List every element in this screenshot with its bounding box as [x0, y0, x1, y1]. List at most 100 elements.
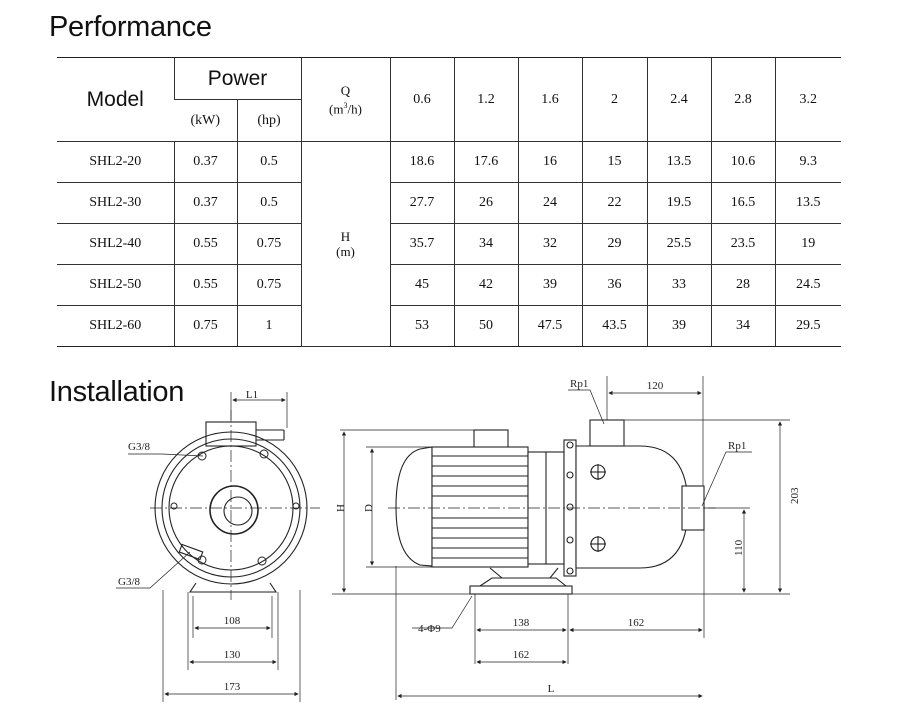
head-cell: 25.5 [646, 223, 711, 265]
h-unit: (m) [336, 244, 355, 259]
head-cell: 33 [646, 264, 711, 306]
head-cell: 53 [389, 305, 454, 347]
head-cell: 9.3 [774, 141, 841, 183]
kw-cell: 0.37 [173, 141, 237, 183]
head-cell: 24.5 [774, 264, 841, 306]
head-cell: 27.7 [389, 182, 454, 224]
flow-5: 2.8 [710, 57, 775, 142]
front-view [116, 392, 320, 702]
head-cell: 45 [389, 264, 454, 306]
flow-1: 1.2 [453, 57, 518, 142]
side-162b-label: 162 [513, 649, 530, 661]
hp-cell: 1 [236, 305, 301, 347]
head-cell: 34 [710, 305, 775, 347]
performance-table: Model Power Q (m3/h) 0.6 1.2 1.6 2 2.4 2… [57, 57, 841, 347]
head-cell: 50 [453, 305, 518, 347]
head-cell: 39 [517, 264, 582, 306]
installation-drawing: L1 G3/8 G3/8 108 130 173 [116, 376, 801, 702]
side-120-label: 120 [647, 380, 664, 392]
head-cell: 28 [710, 264, 775, 306]
model-cell: SHL2-20 [57, 141, 174, 183]
pump-housing [575, 445, 689, 569]
front-173-label: 173 [224, 681, 241, 693]
table-row: SHL2-50 0.55 0.75 45 42 39 36 33 28 24.5 [57, 264, 841, 306]
h-label: H [340, 229, 351, 244]
head-cell: 32 [517, 223, 582, 265]
kw-cell: 0.37 [173, 182, 237, 224]
kw-cell: 0.75 [173, 305, 237, 347]
head-cell: 19.5 [646, 182, 711, 224]
head-cell: 39 [646, 305, 711, 347]
flow-2: 1.6 [517, 57, 582, 142]
head-cell: 10.6 [710, 141, 775, 183]
side-203-label: 203 [789, 487, 801, 504]
head-cell: 23.5 [710, 223, 775, 265]
model-cell: SHL2-60 [57, 305, 174, 347]
head-cell: 17.6 [453, 141, 518, 183]
side-110-label: 110 [733, 539, 745, 556]
installation-title: Installation [49, 376, 185, 408]
hp-cell: 0.75 [236, 264, 301, 306]
performance-title: Performance [49, 11, 212, 43]
flow-0: 0.6 [389, 57, 454, 142]
head-cell: 19 [774, 223, 841, 265]
front-130-label: 130 [224, 649, 241, 661]
front-l1-label: L1 [246, 389, 258, 401]
model-cell: SHL2-40 [57, 223, 174, 265]
front-g-top-label: G3/8 [128, 441, 151, 453]
front-g-bottom-label: G3/8 [118, 576, 141, 588]
head-cell: 36 [581, 264, 647, 306]
hp-header: (hp) [236, 99, 301, 142]
head-cell: 29 [581, 223, 647, 265]
head-cell: 29.5 [774, 305, 841, 347]
flow-6: 3.2 [774, 57, 841, 142]
side-view [332, 376, 790, 700]
motor-end-cap [395, 446, 433, 567]
side-l-label: L [548, 683, 555, 695]
head-cell: 26 [453, 182, 518, 224]
head-cell: 42 [453, 264, 518, 306]
head-cell: 35.7 [389, 223, 454, 265]
side-162a-label: 162 [628, 617, 645, 629]
table-row: SHL2-40 0.55 0.75 35.7 34 32 29 25.5 23.… [57, 223, 841, 265]
flow-3: 2 [581, 57, 647, 142]
q-unit: (m3/h) [329, 100, 362, 117]
kw-header: (kW) [174, 99, 237, 142]
power-header: Power [173, 57, 301, 100]
side-138-label: 138 [513, 617, 530, 629]
head-cell: 47.5 [517, 305, 582, 347]
head-cell: 24 [517, 182, 582, 224]
side-h-label: H [335, 504, 347, 512]
table-row: SHL2-20 0.37 0.5 H (m) 18.6 17.6 16 15 1… [57, 141, 841, 347]
table-row: SHL2-60 0.75 1 53 50 47.5 43.5 39 34 29.… [57, 305, 841, 347]
head-cell: 16 [517, 141, 582, 183]
hp-cell: 0.5 [236, 141, 301, 183]
kw-cell: 0.55 [173, 264, 237, 306]
model-header: Model [57, 57, 174, 142]
hp-cell: 0.5 [236, 182, 301, 224]
pump-base [469, 585, 573, 595]
table-row: SHL2-30 0.37 0.5 27.7 26 24 22 19.5 16.5… [57, 182, 841, 224]
head-cell: 13.5 [774, 182, 841, 224]
head-cell: 22 [581, 182, 647, 224]
side-d-label: D [363, 504, 375, 512]
q-label: Q [340, 82, 351, 98]
h-header: H (m) [300, 141, 390, 347]
front-108-label: 108 [224, 615, 241, 627]
side-holes-label: 4-Φ9 [418, 623, 441, 635]
model-cell: SHL2-50 [57, 264, 174, 306]
head-cell: 18.6 [389, 141, 454, 183]
side-rp1-top-label: Rp1 [570, 378, 588, 390]
side-top-port [589, 419, 625, 447]
flow-4: 2.4 [646, 57, 711, 142]
kw-cell: 0.55 [173, 223, 237, 265]
q-header: Q (m3/h) [300, 57, 390, 142]
head-cell: 34 [453, 223, 518, 265]
motor-body [431, 446, 529, 568]
head-cell: 13.5 [646, 141, 711, 183]
model-cell: SHL2-30 [57, 182, 174, 224]
head-cell: 43.5 [581, 305, 647, 347]
side-rp1-side-label: Rp1 [728, 440, 746, 452]
hp-cell: 0.75 [236, 223, 301, 265]
head-cell: 16.5 [710, 182, 775, 224]
